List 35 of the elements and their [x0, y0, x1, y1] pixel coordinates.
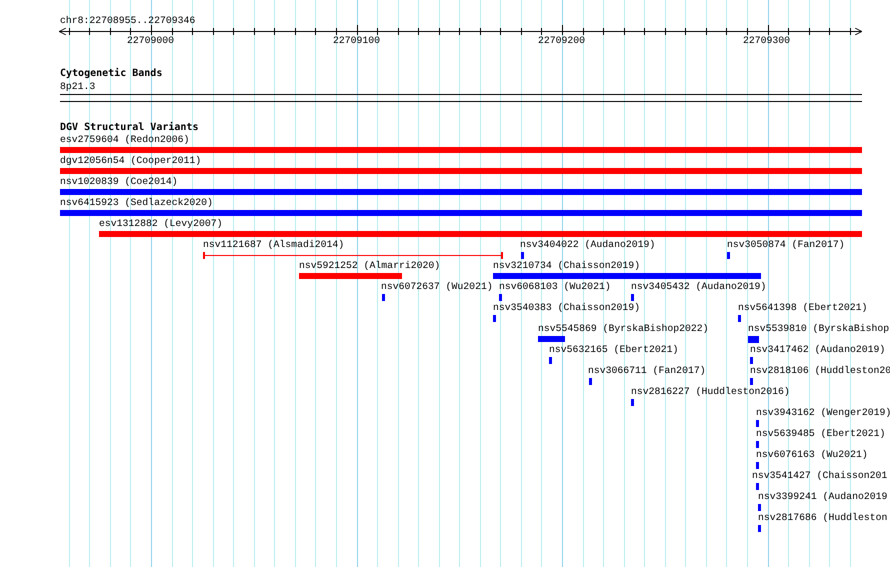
tick-label: 22709300 — [743, 35, 790, 46]
variant-label: nsv3417462 (Audano2019) — [750, 344, 886, 355]
variant-label: nsv3210734 (Chaisson2019) — [493, 260, 640, 271]
variant-label: nsv1121687 (Alsmadi2014) — [203, 239, 344, 250]
track-title: Cytogenetic Bands — [60, 68, 162, 79]
variant-label: nsv6068103 (Wu2021) — [499, 281, 611, 292]
variant-label: nsv5641398 (Ebert2021) — [738, 302, 868, 313]
position-label: chr8:22708955..22709346 — [60, 15, 196, 26]
variant-label: nsv3066711 (Fan2017) — [588, 365, 706, 376]
variant-label: nsv5539810 (ByrskaBishop — [748, 323, 890, 334]
variant-label: nsv3399241 (Audano2019 — [758, 491, 888, 502]
track-title: DGV Structural Variants — [60, 122, 198, 133]
variant-label: nsv5545869 (ByrskaBishop2022) — [538, 323, 708, 334]
tick-label: 22709000 — [127, 35, 174, 46]
tick-label: 22709100 — [333, 35, 380, 46]
variant-label: nsv5639485 (Ebert2021) — [756, 428, 886, 439]
variant-label: nsv6076163 (Wu2021) — [756, 449, 868, 460]
variant-label: nsv1020839 (Coe2014) — [60, 176, 178, 187]
variant-label: nsv2816227 (Huddleston2016) — [631, 386, 790, 397]
variant-label: nsv3540383 (Chaisson2019) — [493, 302, 640, 313]
variant-label: esv2759604 (Redon2006) — [60, 134, 190, 145]
variant-label: nsv3050874 (Fan2017) — [727, 239, 845, 250]
variant-label: nsv5921252 (Almarri2020) — [299, 260, 440, 271]
tick-label: 22709200 — [538, 35, 586, 46]
variant-label: nsv3404022 (Audano2019) — [520, 239, 656, 250]
variant-label: esv1312882 (Levy2007) — [99, 218, 222, 229]
variant-label: nsv3943162 (Wenger2019) — [756, 407, 890, 418]
variant-label: nsv5632165 (Ebert2021) — [549, 344, 678, 355]
variant-label: nsv3405432 (Audano2019) — [631, 281, 766, 292]
variant-label: nsv3541427 (Chaisson201 — [752, 470, 888, 481]
variant-label: dgv12056n54 (Cooper2011) — [60, 155, 202, 166]
variant-label: nsv6415923 (Sedlazeck2020) — [60, 197, 213, 208]
variant-label: nsv6072637 (Wu2021) — [381, 281, 493, 292]
cytoband-label: 8p21.3 — [60, 81, 96, 92]
variant-label: nsv2817686 (Huddleston — [758, 512, 888, 523]
